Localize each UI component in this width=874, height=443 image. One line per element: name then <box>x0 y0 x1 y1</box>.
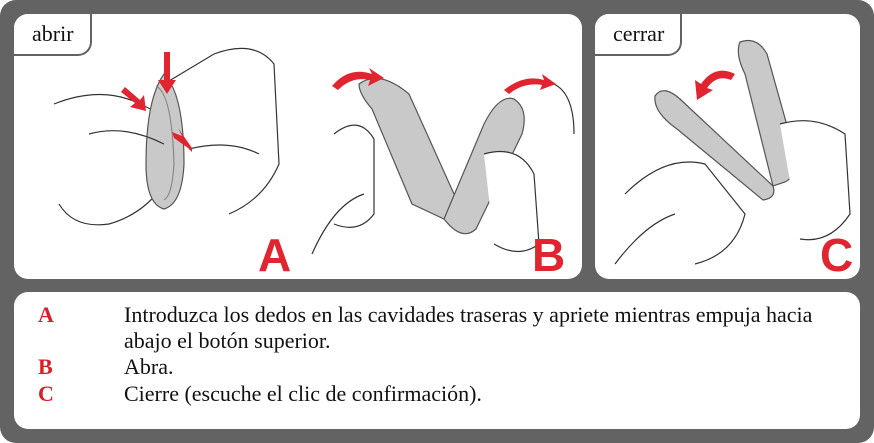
step-key: B <box>38 354 53 379</box>
tab-close-label: cerrar <box>595 14 683 56</box>
panel-open: abrir A B <box>14 14 582 279</box>
arrow-icon <box>695 70 735 100</box>
arrow-icon <box>332 68 556 94</box>
illustration-c <box>614 39 851 265</box>
open-illustration <box>53 47 575 255</box>
arrow-icon <box>121 52 192 152</box>
illustration-b <box>311 77 575 255</box>
step-key: C <box>38 381 54 406</box>
panel-letter-a: A <box>258 229 292 279</box>
close-illustration <box>614 39 851 265</box>
tab-open-label: abrir <box>14 14 92 56</box>
steps-legend: A Introduzca los dedos en las cavidades … <box>14 292 860 429</box>
step-text: Cierre (escuche el clic de confirmación)… <box>124 381 482 406</box>
step-text: Abra. <box>124 354 174 379</box>
panel-letter-b: B <box>532 229 566 279</box>
step-text: Introduzca los dedos en las cavidades tr… <box>124 302 813 353</box>
step-key: A <box>38 302 54 327</box>
panel-close: cerrar C <box>595 14 860 279</box>
panel-letter-c: C <box>820 229 854 279</box>
illustration-a <box>53 47 280 226</box>
